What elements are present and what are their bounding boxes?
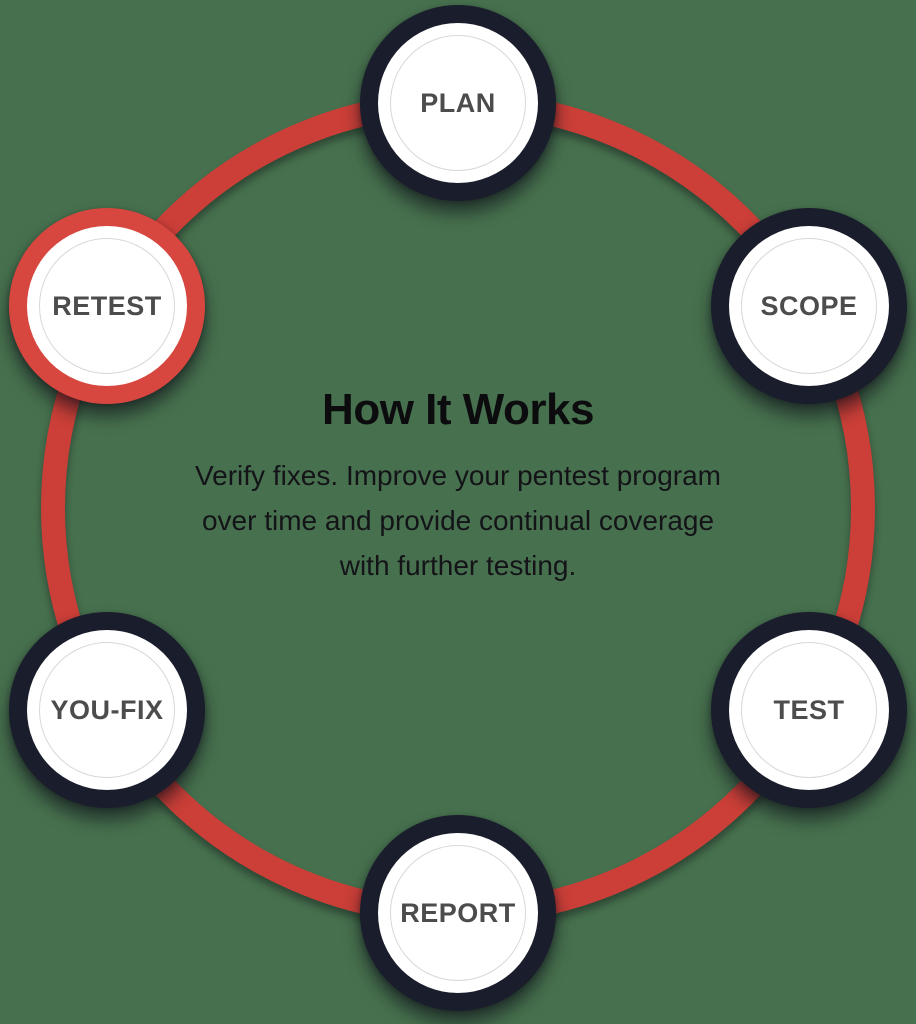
- diagram-description: Verify fixes. Improve your pentest progr…: [195, 460, 721, 582]
- center-copy: How It Works Verify fixes. Improve your …: [128, 385, 788, 588]
- step-node-test: TEST: [711, 612, 907, 808]
- step-node-you-fix: YOU-FIX: [9, 612, 205, 808]
- step-label-test: TEST: [773, 694, 845, 725]
- step-node-scope: SCOPE: [711, 208, 907, 404]
- step-node-face: TEST: [729, 630, 889, 790]
- step-label-report: REPORT: [400, 897, 516, 928]
- step-node-face: YOU-FIX: [27, 630, 187, 790]
- step-label-retest: RETEST: [52, 290, 162, 321]
- step-label-scope: SCOPE: [760, 290, 858, 321]
- step-label-you-fix: YOU-FIX: [50, 694, 164, 725]
- step-node-face: SCOPE: [729, 226, 889, 386]
- step-node-report: REPORT: [360, 815, 556, 1011]
- step-node-face: PLAN: [378, 23, 538, 183]
- step-label-plan: PLAN: [420, 87, 496, 118]
- step-node-face: RETEST: [27, 226, 187, 386]
- step-node-retest: RETEST: [9, 208, 205, 404]
- step-node-face: REPORT: [378, 833, 538, 993]
- step-node-plan: PLAN: [360, 5, 556, 201]
- diagram-title: How It Works: [322, 385, 594, 434]
